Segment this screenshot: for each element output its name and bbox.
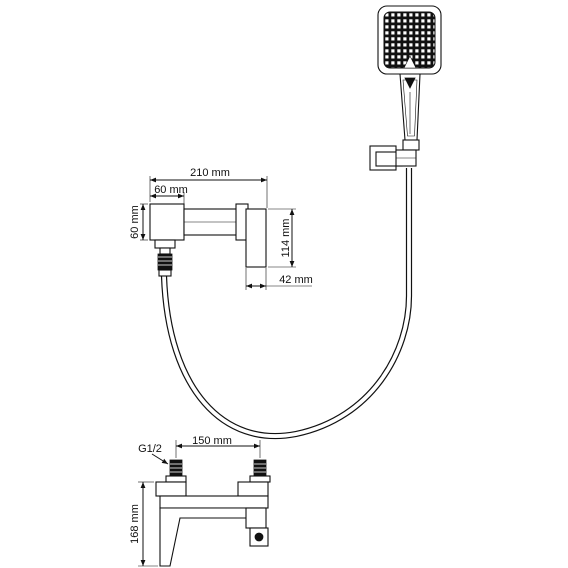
wall-bracket-icon <box>369 145 417 171</box>
shower-hose-icon <box>160 168 413 440</box>
dim-spout-height: 114 mm <box>280 219 292 258</box>
hand-shower-icon <box>377 5 442 151</box>
dim-spout-depth: 42 mm <box>279 274 313 286</box>
dimension-lines-side <box>140 176 312 290</box>
dim-side-height: 60 mm <box>129 205 141 239</box>
dim-thread: G1/2 <box>138 443 162 455</box>
mixer-side-view-icon <box>149 203 267 277</box>
dimension-lines-front <box>138 440 261 567</box>
dim-front-height: 168 mm <box>129 504 141 544</box>
dim-inlet-spacing: 150 mm <box>192 435 232 447</box>
dim-inlet-offset: 60 mm <box>154 184 188 196</box>
dim-overall-length: 210 mm <box>190 167 230 179</box>
mixer-front-view-icon <box>155 459 271 567</box>
